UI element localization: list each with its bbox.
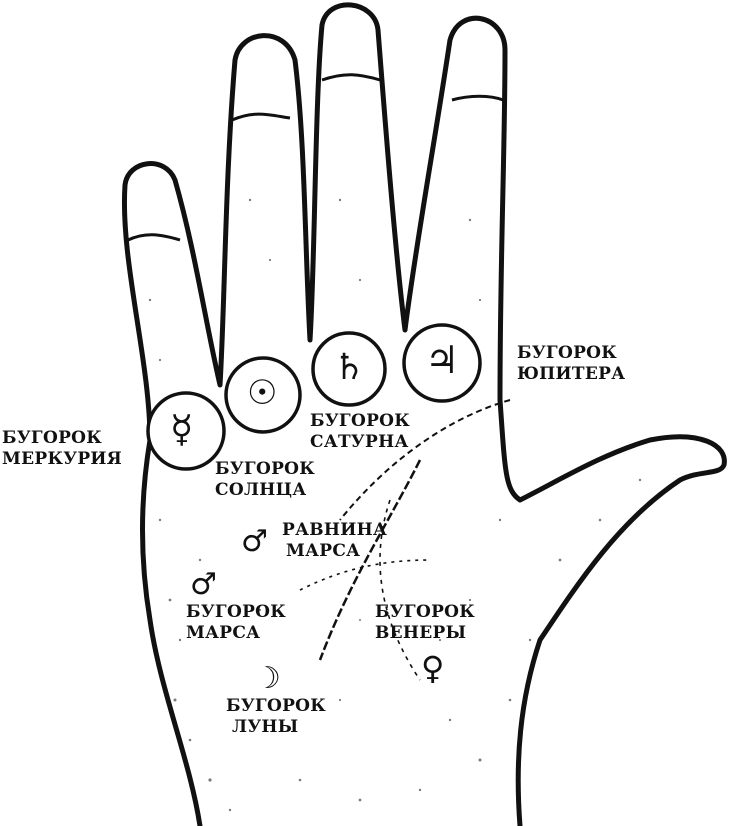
moon-icon: ☽ bbox=[254, 664, 281, 694]
label-line: ЛУНЫ bbox=[232, 717, 326, 738]
mercury-icon: ☿ bbox=[170, 410, 193, 448]
label-line: БУГОРОК bbox=[375, 602, 475, 623]
label-mount-venus: БУГОРОК ВЕНЕРЫ bbox=[375, 602, 475, 644]
label-line: МАРСА bbox=[186, 623, 286, 644]
label-mount-mercury: БУГОРОК МЕРКУРИЯ bbox=[2, 428, 122, 470]
finger-crease bbox=[232, 114, 290, 120]
label-line: БУГОРОК bbox=[310, 411, 410, 432]
saturn-icon: ♄ bbox=[333, 350, 365, 386]
label-line: МАРСА bbox=[286, 541, 387, 562]
label-plain-of-mars: РАВНИНА МАРСА bbox=[282, 520, 387, 562]
label-line: МЕРКУРИЯ bbox=[2, 449, 122, 470]
label-line: БУГОРОК bbox=[215, 459, 315, 480]
mars-icon: ♂ bbox=[190, 570, 217, 600]
jupiter-icon: ♃ bbox=[425, 341, 459, 379]
finger-crease bbox=[128, 235, 180, 240]
mars-icon: ♂ bbox=[241, 527, 268, 557]
sun-icon: ☉ bbox=[247, 376, 277, 410]
palm-line bbox=[300, 560, 430, 590]
venus-icon: ♀ bbox=[421, 652, 444, 684]
finger-crease bbox=[322, 75, 380, 80]
label-line: СОЛНЦА bbox=[215, 480, 315, 501]
label-line: БУГОРОК bbox=[186, 602, 286, 623]
label-mount-moon: БУГОРОК ЛУНЫ bbox=[226, 696, 326, 738]
label-line: БУГОРОК bbox=[2, 428, 122, 449]
label-mount-sun: БУГОРОК СОЛНЦА bbox=[215, 459, 315, 501]
label-mount-jupiter: БУГОРОК ЮПИТЕРА bbox=[517, 343, 625, 385]
label-line: БУГОРОК bbox=[226, 696, 326, 717]
label-line: БУГОРОК bbox=[517, 343, 625, 364]
label-line: ЮПИТЕРА bbox=[517, 364, 625, 385]
label-mount-mars: БУГОРОК МАРСА bbox=[186, 602, 286, 644]
finger-crease bbox=[452, 96, 503, 100]
label-line: РАВНИНА bbox=[282, 520, 387, 541]
label-line: ВЕНЕРЫ bbox=[375, 623, 475, 644]
label-line: САТУРНА bbox=[310, 432, 410, 453]
label-mount-saturn: БУГОРОК САТУРНА bbox=[310, 411, 410, 453]
